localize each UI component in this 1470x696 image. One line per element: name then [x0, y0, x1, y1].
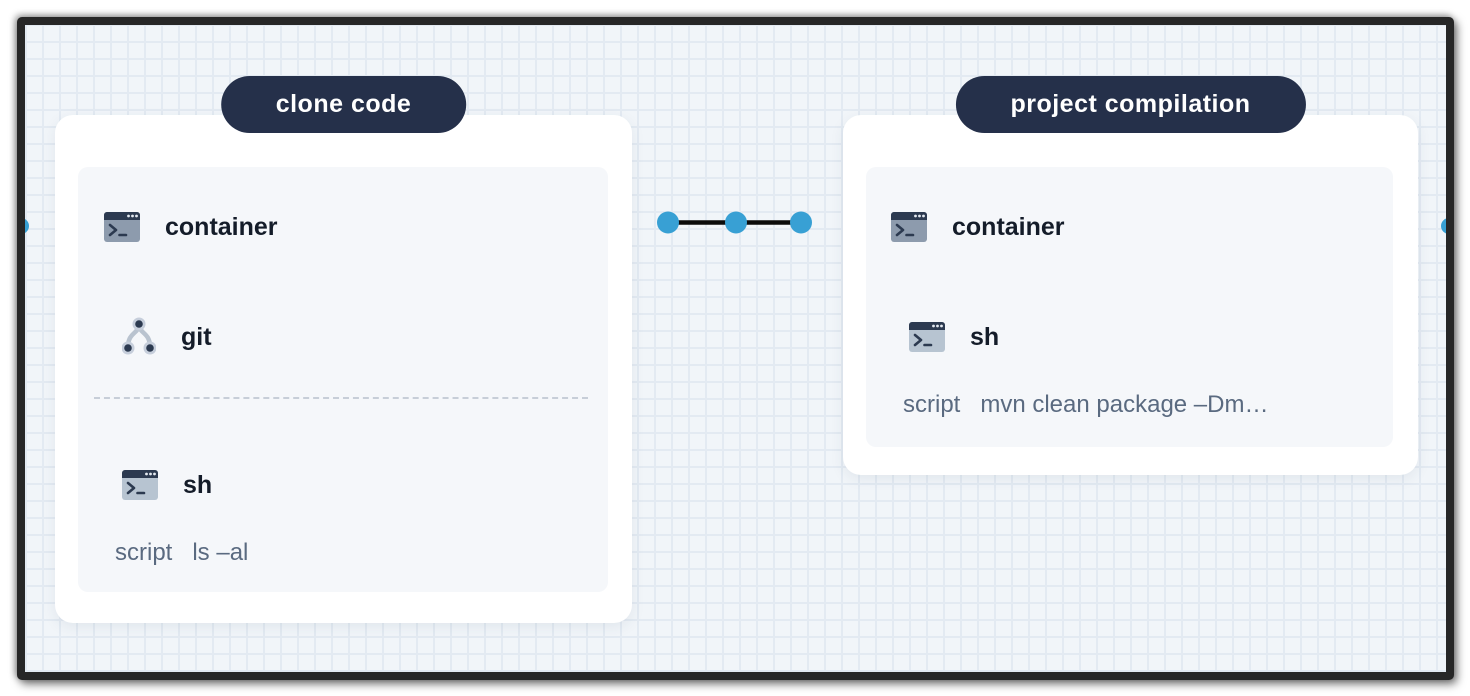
terminal-window-icon	[909, 322, 945, 352]
stage-connector	[657, 211, 812, 234]
connector-node-offscreen-left[interactable]	[25, 218, 29, 234]
stage-body: container sh	[866, 167, 1393, 447]
terminal-window-icon	[104, 212, 140, 242]
stage-name-badge[interactable]: clone code	[220, 76, 467, 133]
script-value: mvn clean package –Dm…	[980, 391, 1269, 418]
service-row-container[interactable]: container	[104, 212, 278, 242]
step-label: sh	[183, 470, 213, 499]
terminal-window-icon	[891, 212, 927, 242]
stage-card-project-compilation[interactable]: project compilation container	[843, 76, 1418, 475]
connector-node-offscreen-right[interactable]	[1441, 218, 1446, 234]
service-label: container	[165, 212, 278, 241]
pipeline-canvas[interactable]: clone code container	[25, 25, 1446, 672]
git-branch-icon	[122, 317, 156, 355]
script-row: script ls –al	[115, 539, 248, 567]
script-row: script mvn clean package –Dm…	[903, 391, 1268, 419]
service-label: container	[952, 212, 1065, 241]
connector-node[interactable]	[790, 211, 812, 234]
terminal-window-icon	[122, 470, 158, 500]
stage-card-clone-code[interactable]: clone code container	[55, 76, 632, 623]
stage-name-badge[interactable]: project compilation	[955, 76, 1306, 133]
script-key: script	[115, 539, 173, 566]
service-label: git	[181, 322, 212, 351]
service-row-container[interactable]: container	[891, 212, 1065, 242]
connector-node[interactable]	[725, 211, 747, 234]
screenshot-frame: clone code container	[17, 17, 1454, 680]
step-row-sh[interactable]: sh	[122, 470, 212, 500]
connector-node[interactable]	[657, 211, 679, 234]
script-value: ls –al	[192, 539, 249, 566]
stage-body: container git	[78, 167, 608, 592]
services-steps-divider	[94, 397, 588, 399]
service-row-git[interactable]: git	[122, 317, 212, 357]
step-label: sh	[970, 322, 1000, 351]
step-row-sh[interactable]: sh	[909, 322, 999, 352]
script-key: script	[903, 391, 961, 418]
